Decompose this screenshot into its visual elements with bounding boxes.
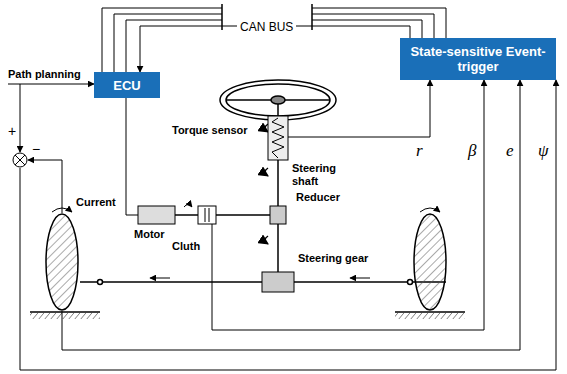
input-wires-part xyxy=(28,160,62,213)
ground-part xyxy=(395,313,465,319)
motor-part xyxy=(138,206,175,224)
input-wires-part xyxy=(20,84,21,152)
steering-gear-rack-part xyxy=(262,272,294,292)
bus-line xyxy=(102,8,222,72)
input-wires-part xyxy=(8,84,94,85)
clutch xyxy=(198,206,216,224)
box-text: ECU xyxy=(113,78,140,93)
wheels-part xyxy=(414,214,446,310)
part-label: Cluth xyxy=(172,240,200,253)
event-trigger-box: State-sensitive Event-trigger xyxy=(400,38,556,80)
wheels-part xyxy=(46,214,78,310)
motor xyxy=(138,205,270,225)
steering-gear-rack-part xyxy=(150,278,170,279)
part-label: Motor xyxy=(134,228,165,241)
steering-gear-rack-part xyxy=(350,278,370,279)
bus-line xyxy=(126,20,222,72)
bus-line xyxy=(114,14,222,72)
input-wires-part xyxy=(288,137,430,138)
torque-sensor-part xyxy=(272,118,284,158)
steering-wheel-part xyxy=(271,96,285,104)
part-label: + xyxy=(8,124,16,138)
reducer xyxy=(270,206,286,224)
input-wires-part xyxy=(20,168,556,370)
bus-terminator xyxy=(311,4,313,30)
clutch-part xyxy=(205,208,206,222)
ground-part xyxy=(30,313,100,319)
wheels xyxy=(46,208,446,310)
part-label: Path planning xyxy=(8,68,81,81)
torque-sensor-part xyxy=(268,116,288,160)
ground-part xyxy=(395,311,465,313)
summing-junction-part xyxy=(13,153,27,167)
steering-shaft-part xyxy=(265,168,268,176)
signal-wire xyxy=(520,80,521,350)
signal-wire xyxy=(430,80,431,137)
part-label: Steering shaft xyxy=(292,162,350,188)
part-label: − xyxy=(32,142,40,156)
clutch-part xyxy=(198,206,216,224)
ground xyxy=(30,312,465,319)
bus-line xyxy=(312,14,434,38)
summing-junction xyxy=(13,153,27,167)
bus-terminator xyxy=(221,4,223,30)
signal-wire xyxy=(556,80,557,370)
controller-box: ECU xyxy=(94,72,160,98)
torque-sensor xyxy=(268,116,288,160)
steering-wheel-part xyxy=(226,99,271,101)
signal-name: β xyxy=(468,142,476,160)
clutch-part xyxy=(209,208,210,222)
input-wires xyxy=(8,84,556,370)
box-text: State-sensitive Event-trigger xyxy=(406,44,550,74)
wheels-part xyxy=(52,208,72,212)
steering-shaft-part xyxy=(265,236,268,244)
steering-gear-rack-part xyxy=(98,280,103,285)
motor-part xyxy=(184,205,192,208)
steering-wheel-part xyxy=(285,99,330,101)
signal-wire xyxy=(484,80,485,330)
steering-gear-rack-part xyxy=(100,281,410,283)
bus-label: CAN BUS xyxy=(237,20,296,34)
input-wires-part xyxy=(126,98,138,215)
part-label: Steering gear xyxy=(298,252,368,265)
steering-gear-rack xyxy=(80,272,446,292)
steering-gear-rack-part xyxy=(408,280,413,285)
signal-name: r xyxy=(416,142,423,160)
summing-junction-part xyxy=(15,155,25,165)
bus-line xyxy=(312,8,446,38)
wheels-part xyxy=(420,208,440,212)
summing-junction-part xyxy=(15,155,25,165)
part-label: Current xyxy=(76,196,116,209)
bus-line xyxy=(312,20,422,38)
motor-part xyxy=(175,214,270,216)
signal-name: ψ xyxy=(538,142,549,160)
signal-name: e xyxy=(506,142,514,160)
part-label: Torque sensor xyxy=(172,124,248,137)
part-label: Reducer xyxy=(296,191,340,204)
ground-part xyxy=(30,311,100,313)
reducer-part xyxy=(270,206,286,224)
